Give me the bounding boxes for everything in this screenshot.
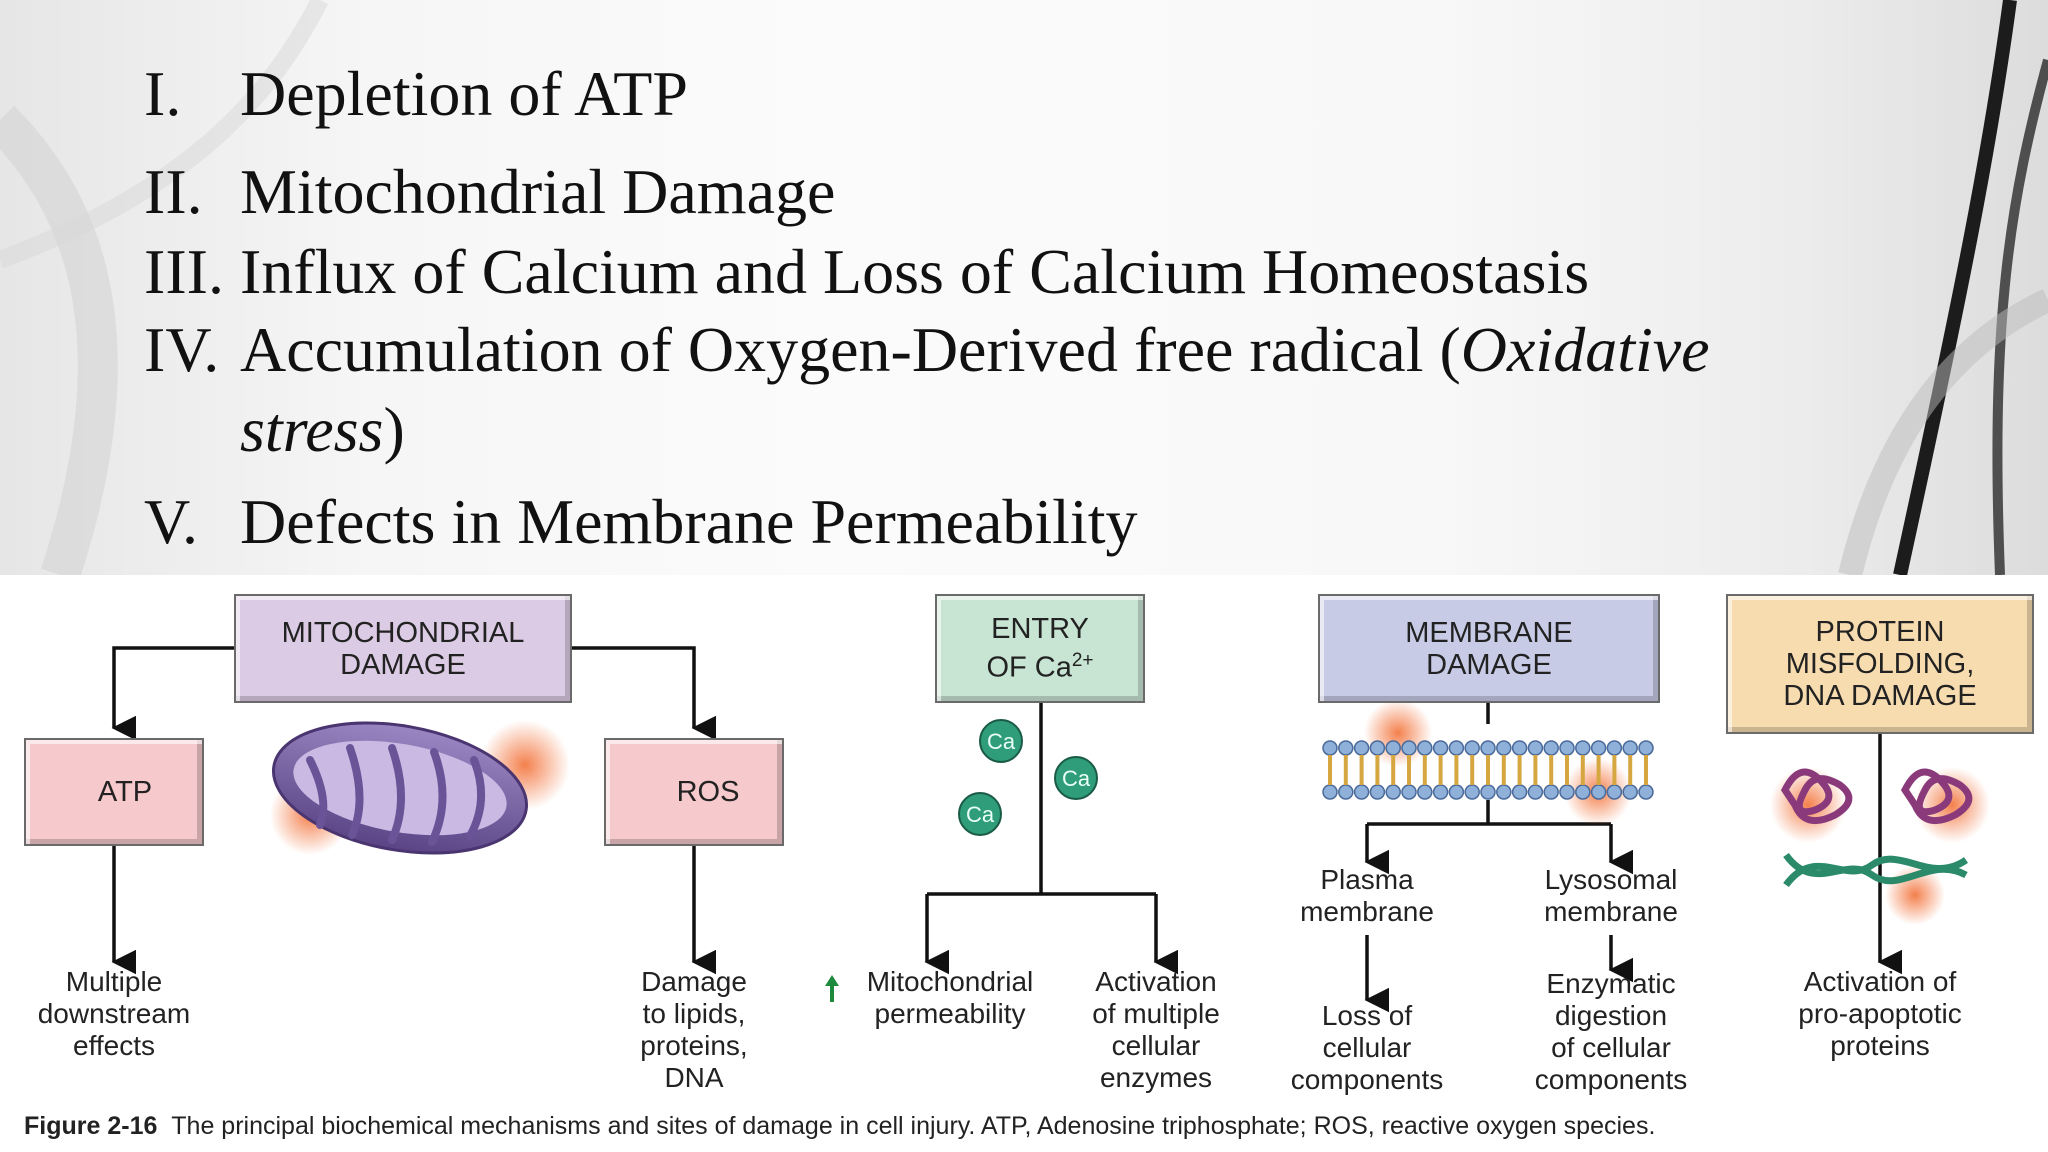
decorative-background-art [0, 0, 2048, 575]
protein-dna-damage-box: PROTEIN MISFOLDING, DNA DAMAGE [1726, 594, 2034, 734]
lipid-head [1527, 740, 1544, 756]
lipid-head [1606, 784, 1623, 800]
lipid-head [1448, 740, 1465, 756]
ros-label: ROS [676, 776, 740, 808]
ca-ion-label: Ca [965, 802, 995, 827]
lipid-head [1511, 740, 1528, 756]
lysosomal-membrane-label: Lysosomal membrane [1544, 864, 1678, 927]
ca-box-line2: OF Ca [986, 651, 1072, 684]
lipid-head [1401, 784, 1417, 800]
lipid-head [1417, 784, 1433, 800]
bullet-4-text: Accumulation of Oxygen-Derived free radi… [240, 314, 1461, 385]
mitochondrion-illustration [270, 720, 570, 855]
bullet-5-numeral: V. [144, 486, 198, 557]
lipid-head [1496, 784, 1512, 800]
lipid-head [1432, 740, 1449, 756]
bullet-1-numeral: I. [144, 58, 182, 129]
lipid-head [1575, 740, 1591, 756]
lipid-head [1369, 740, 1386, 756]
lipid-head [1638, 784, 1654, 800]
bullet-1-text: Depletion of ATP [240, 58, 688, 129]
mitochondrial-permeability-label: Mitochondrial permeability [866, 966, 1034, 1029]
plasma-membrane-label: Plasma membrane [1300, 864, 1434, 927]
bullet-2-numeral: II. [144, 156, 203, 227]
bullet-2-text: Mitochondrial Damage [240, 156, 836, 227]
enzymatic-digestion-label: Enzymatic digestion of cellular componen… [1534, 968, 1688, 1095]
lipid-head [1385, 784, 1401, 800]
lipid-head [1464, 740, 1480, 756]
atp-box: ATP [24, 738, 204, 846]
ca-ion-label: Ca [1061, 766, 1091, 791]
lipid-head [1369, 784, 1386, 800]
caption-text: The principal biochemical mechanisms and… [171, 1112, 1656, 1140]
lipid-head [1432, 784, 1449, 800]
ca-box-sup: 2+ [1071, 650, 1094, 672]
lipid-head [1322, 740, 1338, 756]
calcium-ions [958, 719, 1098, 836]
lipid-head [1543, 784, 1559, 800]
membrane-damage-box: MEMBRANE DAMAGE [1318, 594, 1660, 703]
lipid-head [1353, 740, 1370, 756]
lipid-bilayer-illustration [1322, 699, 1654, 826]
pro-apoptotic-label: Activation of pro-apoptotic proteins [1798, 966, 1962, 1061]
ros-box: ROS [604, 738, 784, 846]
lipid-head [1448, 784, 1465, 800]
figure-caption: Figure 2-16 The principal biochemical me… [24, 1112, 1655, 1141]
atp-label: ATP [97, 776, 153, 808]
lipid-head [1480, 740, 1496, 756]
lipid-head [1559, 784, 1575, 800]
caption-figure-number: Figure 2-16 [24, 1112, 158, 1140]
lipid-head [1385, 740, 1401, 756]
misfolded-protein-dna-illustration [1770, 767, 1990, 925]
lipid-head [1606, 740, 1623, 756]
lipid-head [1622, 740, 1638, 756]
lipid-head [1527, 784, 1544, 800]
bullet-4-italic: Oxidative [1460, 314, 1710, 385]
mitochondrial-damage-box: MITOCHONDRIAL DAMAGE [234, 594, 572, 703]
bullet-5-text: Defects in Membrane Permeability [240, 486, 1138, 557]
lipid-head [1559, 740, 1575, 756]
lipid-head [1622, 784, 1638, 800]
lipid-head [1338, 740, 1354, 756]
multiple-effects-label: Multiple downstream effects [37, 966, 191, 1061]
lipid-head [1511, 784, 1528, 800]
lipid-head [1496, 740, 1512, 756]
slide-background: I. Depletion of ATP II. Mitochondrial Da… [0, 0, 2048, 575]
bullet-3-numeral: III. [144, 236, 224, 307]
bullet-4-numeral: IV. [144, 314, 220, 385]
lipid-head [1401, 740, 1417, 756]
lipid-head [1638, 740, 1654, 756]
lipid-head [1480, 784, 1496, 800]
loss-of-components-label: Loss of cellular components [1290, 1000, 1444, 1095]
lipid-head [1543, 740, 1559, 756]
lipid-head [1575, 784, 1591, 800]
ca-ion-label: Ca [986, 729, 1016, 754]
connector-lines [111, 646, 1903, 1013]
bullet-4-line2-tail: ) [383, 394, 405, 465]
lipid-head [1464, 784, 1480, 800]
calcium-entry-box: ENTRY OF Ca2+ [935, 594, 1145, 703]
lipid-head [1338, 784, 1354, 800]
enzyme-activation-label: Activation of multiple cellular enzymes [1092, 966, 1220, 1093]
lipid-head [1590, 740, 1607, 756]
damage-lipids-label: Damage to lipids, proteins, DNA [640, 966, 748, 1093]
lipid-head [1590, 784, 1607, 800]
lipid-head [1417, 740, 1433, 756]
lipid-head [1322, 784, 1338, 800]
bullet-4-line2-italic: stress [240, 394, 384, 465]
bullet-3-text: Influx of Calcium and Loss of Calcium Ho… [240, 236, 1590, 307]
ca-box-line1: ENTRY [991, 613, 1089, 646]
lipid-head [1353, 784, 1370, 800]
